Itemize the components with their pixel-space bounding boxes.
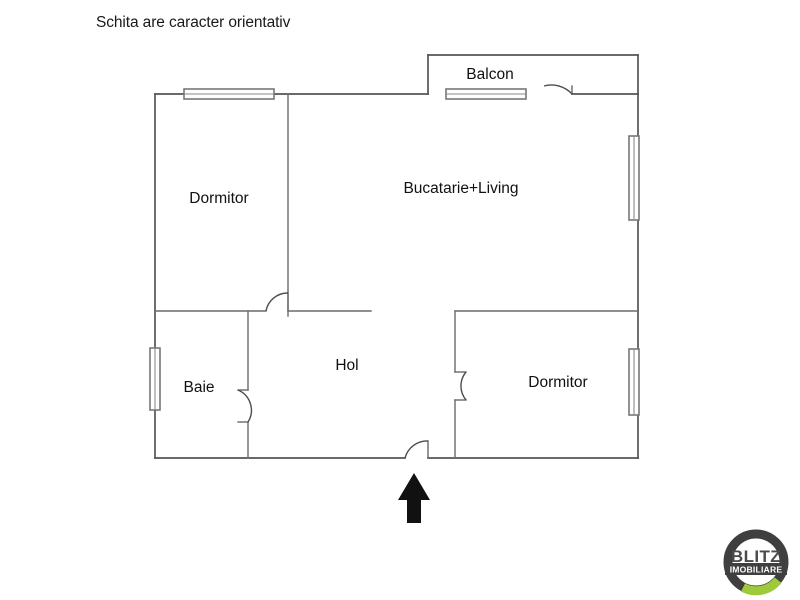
logo-accent-arc bbox=[740, 577, 782, 596]
room-label-bucatarie-living: Bucatarie+Living bbox=[403, 180, 518, 197]
logo-tagline-text: IMOBILIARE bbox=[730, 565, 783, 575]
entrance-arrow bbox=[398, 473, 430, 523]
partition-baie-hol bbox=[237, 310, 253, 459]
balcon-door bbox=[543, 84, 573, 95]
apartment-outer-walls bbox=[154, 93, 639, 459]
baie-door-swing bbox=[237, 389, 253, 423]
logo-tagline-band bbox=[725, 563, 787, 575]
entrance-door bbox=[404, 440, 429, 459]
logo-graphic: BLITZ IMOBILIARE bbox=[723, 529, 789, 596]
room-label-balcon: Balcon bbox=[466, 66, 513, 83]
balcon-window bbox=[445, 88, 527, 100]
room-label-baie: Baie bbox=[183, 379, 214, 396]
room-label-hol: Hol bbox=[335, 357, 358, 374]
baie-window-left bbox=[149, 347, 161, 411]
entrance-door-swing bbox=[404, 440, 429, 459]
dormitor-door-swing bbox=[265, 292, 289, 312]
room-label-dormitor-left: Dormitor bbox=[189, 190, 248, 207]
dormitor-right-window bbox=[628, 348, 640, 416]
partition-dormitor-hol bbox=[154, 292, 372, 312]
room-balcon bbox=[427, 54, 639, 100]
dormitor-left-window bbox=[183, 88, 275, 100]
dormitor-right-door-swing bbox=[460, 371, 467, 401]
partition-hol-dormitor-right bbox=[454, 310, 467, 459]
room-label-dormitor-right: Dormitor bbox=[528, 374, 587, 391]
logo-brand-text: BLITZ bbox=[731, 547, 781, 566]
living-window-right bbox=[628, 135, 640, 221]
page-title: Schita are caracter orientativ bbox=[96, 14, 291, 31]
brand-logo: BLITZ IMOBILIARE bbox=[718, 527, 794, 597]
balcon-door-swing bbox=[543, 84, 573, 95]
